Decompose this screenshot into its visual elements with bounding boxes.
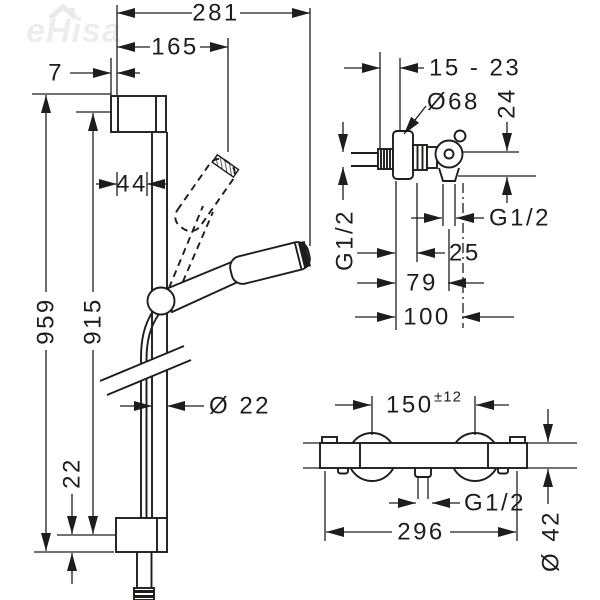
hose-end-fitting — [133, 552, 155, 600]
dim-150-label: 150 — [386, 392, 434, 419]
dim-959-label: 959 — [33, 297, 60, 345]
mixer-view-thermostat: 150 ±12 G1/2 296 Ø 42 — [303, 389, 577, 572]
dim-44-label: 44 — [116, 171, 148, 198]
slider-pivot — [146, 286, 176, 316]
thread-inlet-label: G1/2 — [332, 209, 359, 271]
hand-shower-dashed — [168, 153, 240, 294]
dim-165-label: 165 — [151, 34, 199, 61]
union-nut — [412, 144, 438, 171]
dim-281-label: 281 — [192, 0, 240, 27]
break-mark — [99, 345, 192, 396]
dim-25-label: 25 — [449, 240, 481, 267]
wall-flange — [392, 130, 414, 180]
dim-24-label: 24 — [494, 87, 521, 119]
main-view-shower-set: 281 165 7 44 959 915 22 Ø 22 — [32, 0, 311, 600]
detail-view-wall-union: 15 - 23 Ø68 24 G1/2 G1/2 25 79 100 — [332, 52, 551, 331]
dim-150-tolerance-label: ±12 — [434, 389, 462, 406]
check-valve — [434, 129, 467, 182]
threaded-nipple — [377, 148, 394, 170]
dim-flange-diameter-label: Ø68 — [427, 89, 480, 116]
mixer-thread-outlet-label: G1/2 — [464, 490, 526, 517]
watermark-text: eHisa — [26, 12, 122, 50]
dim-15-23-label: 15 - 23 — [429, 55, 521, 82]
house-roof-icon — [48, 3, 78, 20]
dim-42-label: Ø 42 — [538, 510, 565, 572]
watermark: eHisa — [26, 3, 122, 50]
dim-100-label: 100 — [403, 304, 451, 331]
inlet-pipe — [351, 152, 378, 167]
mixer-body — [319, 442, 528, 478]
dim-915-label: 915 — [80, 297, 107, 345]
thread-outlet-label: G1/2 — [489, 205, 551, 232]
dim-rail-diameter-label: Ø 22 — [209, 393, 271, 420]
center-outlet — [414, 468, 432, 478]
bottom-bracket — [115, 517, 168, 553]
hand-shower-solid — [164, 240, 311, 314]
dim-79-label: 79 — [406, 270, 438, 297]
dim-296-label: 296 — [397, 519, 445, 546]
shower-rail — [151, 132, 168, 518]
shower-hose — [140, 310, 160, 518]
dim-22-label: 22 — [59, 457, 86, 489]
dim-7-label: 7 — [48, 60, 64, 87]
top-bracket — [110, 95, 167, 133]
